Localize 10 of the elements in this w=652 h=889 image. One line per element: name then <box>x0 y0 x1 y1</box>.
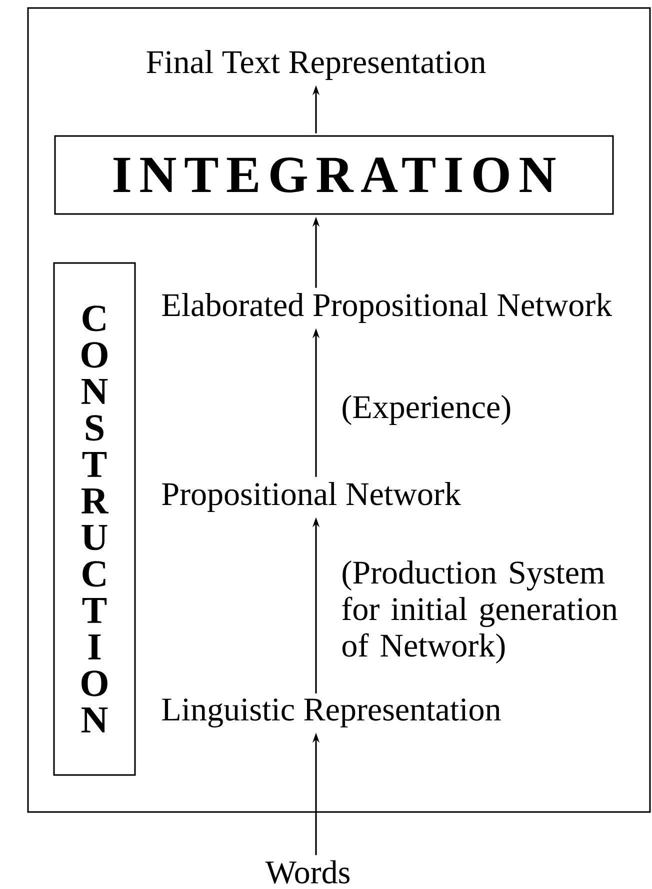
stage-label: Propositional Network <box>162 482 461 512</box>
stage-label: Words <box>265 860 350 884</box>
stage-label: Elaborated Propositional Network <box>162 293 612 323</box>
edge-label: (Experience) <box>342 395 510 425</box>
process-box: CONSTRUCTION <box>53 262 136 776</box>
frame-box <box>27 7 651 813</box>
edge-label: (Production System for initial generation of Network) <box>342 560 618 664</box>
stage-label: Final Text Representation <box>146 50 486 80</box>
stage-label: Linguistic Representation <box>162 698 501 728</box>
process-box: INTEGRATION <box>54 135 614 215</box>
